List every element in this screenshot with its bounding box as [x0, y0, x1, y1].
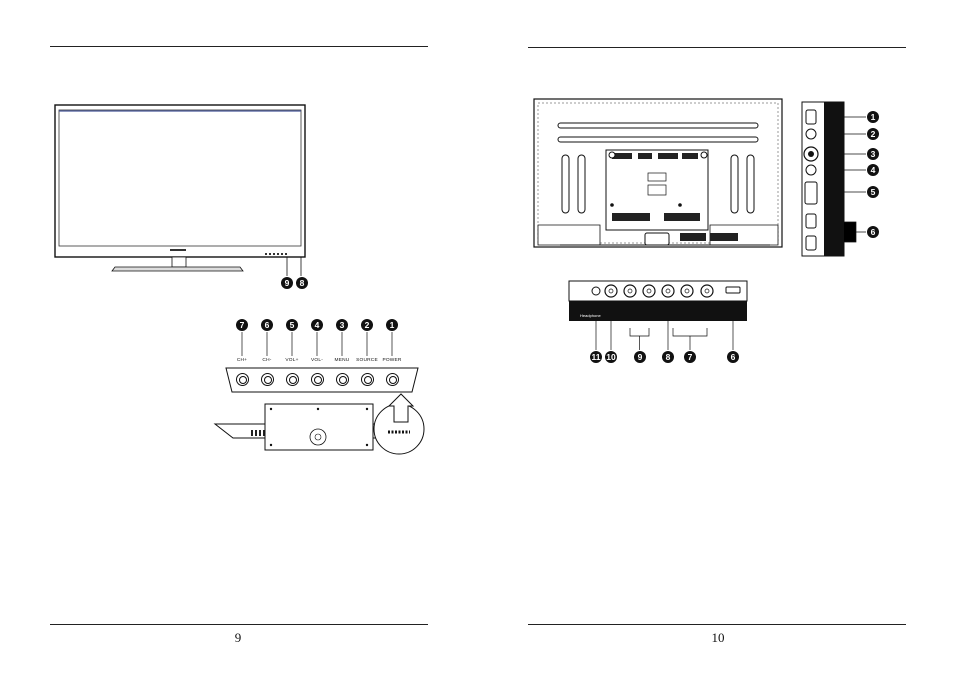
key-button-source [361, 373, 374, 386]
side-callout-1: 1 [867, 111, 879, 123]
right-page-top-rule [528, 47, 906, 48]
front-callout-8: 8 [296, 277, 308, 289]
key-callout-1: 1 [386, 319, 398, 331]
bottom-callout-7: 7 [684, 351, 696, 363]
right-page-bottom-rule [528, 624, 906, 625]
key-label-vol-down: VOL- [311, 358, 323, 363]
key-button-ch-up [236, 373, 249, 386]
key-button-power [386, 373, 399, 386]
key-label-ch-up: CH+ [236, 358, 248, 363]
side-callout-6: 6 [867, 226, 879, 238]
left-page-top-rule [50, 46, 428, 47]
side-port-panel [801, 101, 866, 257]
headphone-label: Headphone [580, 313, 601, 318]
key-callout-3: 3 [336, 319, 348, 331]
right-page-number: 10 [711, 630, 725, 645]
bottom-port-panel [568, 280, 748, 350]
key-callout-5: 5 [286, 319, 298, 331]
side-callout-2: 2 [867, 128, 879, 140]
key-callout-4: 4 [311, 319, 323, 331]
key-button-vol-up [286, 373, 299, 386]
key-label-menu: MENU [334, 358, 350, 363]
bottom-callout-6: 6 [727, 351, 739, 363]
bottom-callout-8: 8 [662, 351, 674, 363]
side-callout-3: 3 [867, 148, 879, 160]
bottom-callout-11: 11 [590, 351, 602, 363]
left-page-number: 9 [234, 630, 242, 645]
key-leader-lines [241, 332, 393, 356]
left-page-bottom-rule [50, 624, 428, 625]
key-callout-2: 2 [361, 319, 373, 331]
tv-underside-illustration [213, 393, 425, 455]
side-callout-5: 5 [867, 186, 879, 198]
key-label-ch-down: CH- [262, 358, 272, 363]
tv-rear-illustration [533, 98, 783, 248]
bottom-callout-9: 9 [634, 351, 646, 363]
key-label-power: POWER [382, 358, 402, 363]
front-callout-9: 9 [281, 277, 293, 289]
key-callout-6: 6 [261, 319, 273, 331]
key-button-menu [336, 373, 349, 386]
bottom-callout-10: 10 [605, 351, 617, 363]
key-button-vol-down [311, 373, 324, 386]
side-callout-4: 4 [867, 164, 879, 176]
tv-front-illustration [54, 104, 306, 276]
key-callout-7: 7 [236, 319, 248, 331]
key-label-vol-up: VOL+ [285, 358, 299, 363]
key-button-ch-down [261, 373, 274, 386]
key-label-source: SOURCE [356, 358, 378, 363]
